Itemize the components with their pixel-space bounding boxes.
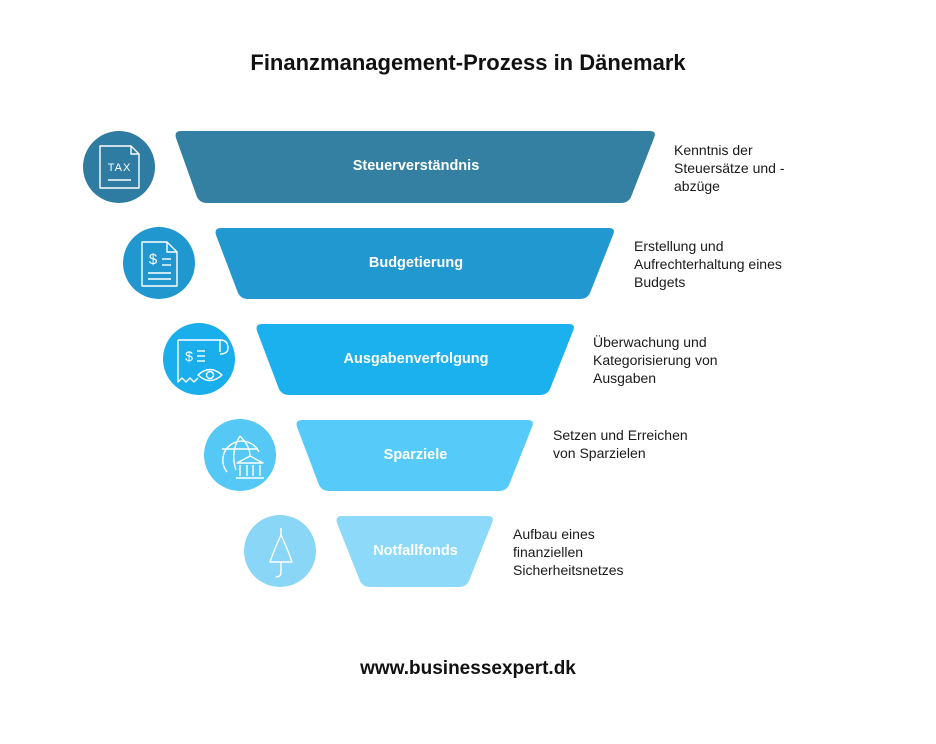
description-line: Aufbau eines <box>513 526 595 542</box>
description-line: Erstellung und <box>634 238 724 254</box>
description-line: Steuersätze und - <box>674 160 785 176</box>
funnel-band-4 <box>296 420 533 491</box>
funnel-stage-3: $ <box>163 323 574 395</box>
description-line: Setzen und Erreichen <box>553 427 688 443</box>
stage-label-2: Budgetierung <box>368 255 464 271</box>
description-line: Budgets <box>634 274 686 290</box>
description-line: Überwachung und <box>593 334 707 350</box>
svg-text:$: $ <box>149 251 158 268</box>
stage-icon-circle-3 <box>163 323 235 395</box>
stage-label-5: Notfallfonds <box>373 543 458 559</box>
stage-description-3: Überwachung und Kategorisierung von Ausg… <box>593 333 718 387</box>
funnel-band-1 <box>175 131 655 203</box>
description-line: von Sparzielen <box>553 445 646 461</box>
tax-document-icon: TAX <box>99 145 140 189</box>
stage-icon-circle-1 <box>83 131 155 203</box>
diagram-title: Finanzmanagement-Prozess in Dänemark <box>250 50 686 75</box>
stage-label-4: Sparziele <box>383 447 448 463</box>
description-line: Ausgaben <box>593 370 657 386</box>
stage-description-1: Kenntnis der Steuersätze und - abzüge <box>674 141 785 195</box>
funnel-stage-5 <box>244 515 493 587</box>
description-line: Sicherheitsnetzes <box>513 562 624 578</box>
footer-url: www.businessexpert.dk <box>360 658 576 679</box>
description-line: abzüge <box>674 178 720 194</box>
stage-description-4: Setzen und Erreichen von Sparzielen <box>553 426 688 462</box>
expense-receipt-eye-icon: $ <box>177 339 229 383</box>
stage-icon-circle-2 <box>123 227 195 299</box>
description-line: Kenntnis der <box>674 142 753 158</box>
stage-icon-circle-5 <box>244 515 316 587</box>
stage-label-1: Steuerverständnis <box>352 158 480 174</box>
tax-icon-text: TAX <box>108 162 132 174</box>
funnel-band-3 <box>256 324 574 395</box>
funnel-stage-2: $ <box>123 227 614 299</box>
funnel-stage-1: TAX <box>83 131 655 203</box>
stage-label-3: Ausgabenverfolgung <box>343 351 489 367</box>
svg-text:$: $ <box>185 348 193 364</box>
description-line: Aufrechterhaltung eines <box>634 256 782 272</box>
description-line: Kategorisierung von <box>593 352 718 368</box>
stage-description-2: Erstellung und Aufrechterhaltung eines B… <box>634 237 782 291</box>
funnel-stage-4 <box>204 419 533 491</box>
umbrella-icon <box>269 528 293 578</box>
funnel-band-2 <box>215 228 614 299</box>
description-line: finanziellen <box>513 544 584 560</box>
stage-icon-circle-4 <box>204 419 276 491</box>
globe-bank-icon <box>222 435 264 479</box>
stage-description-5: Aufbau eines finanziellen Sicherheitsnet… <box>513 525 624 579</box>
funnel-band-5 <box>336 516 493 587</box>
budget-document-icon: $ <box>141 241 178 287</box>
